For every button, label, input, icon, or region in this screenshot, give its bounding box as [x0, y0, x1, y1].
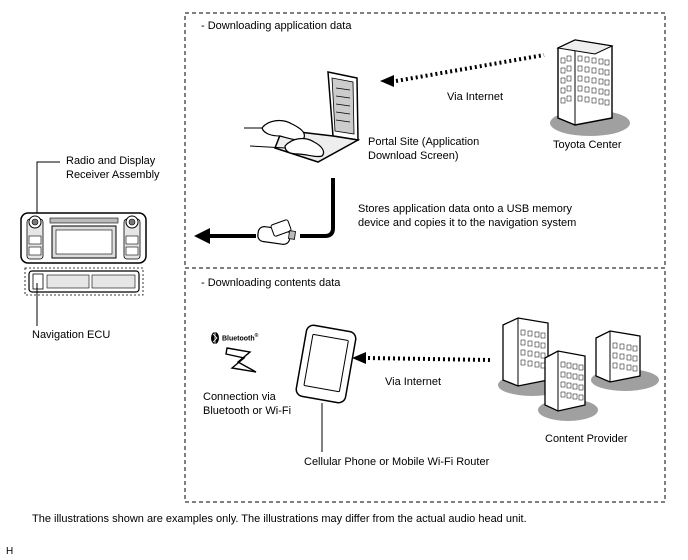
cellular-phone-label: Cellular Phone or Mobile Wi-Fi Router — [304, 456, 490, 468]
figure-code: H — [6, 546, 14, 557]
bluetooth-logo — [211, 332, 219, 344]
nav-ecu-label: Navigation ECU — [32, 329, 111, 341]
toyota-center-building — [550, 39, 630, 136]
internet-link-arrow-1 — [380, 53, 545, 87]
portal-site-label-line1: Portal Site (Application — [368, 136, 480, 148]
footer-note: The illustrations shown are examples onl… — [32, 513, 527, 525]
navigation-ecu — [24, 267, 144, 296]
via-internet-label-2: Via Internet — [385, 376, 442, 388]
bluetooth-word: Bluetooth — [222, 335, 255, 343]
bluetooth-reg-mark: ® — [254, 333, 259, 339]
connection-label-line1: Connection via — [203, 391, 276, 403]
cellular-phone — [295, 324, 357, 404]
contents-section-box — [184, 267, 666, 503]
internet-link-arrow-2 — [352, 352, 491, 364]
toyota-center-label: Toyota Center — [553, 139, 622, 151]
laptop-illustration — [244, 71, 361, 163]
portal-site-label-line2: Download Screen) — [368, 150, 459, 162]
contents-section-title: - Downloading contents data — [201, 277, 341, 289]
radio-label-line1: Radio and Display — [66, 155, 156, 167]
stores-data-label-line1: Stores application data onto a USB memor… — [358, 203, 573, 215]
connection-label-line2: Bluetooth or Wi-Fi — [203, 405, 292, 417]
stores-data-label-line2: device and copies it to the navigation s… — [358, 217, 577, 229]
wireless-signal-icon — [225, 347, 257, 373]
bluetooth-text: Bluetooth® — [222, 333, 258, 342]
radio-label-line2: Receiver Assembly — [66, 169, 160, 181]
radio-leader-line — [36, 161, 60, 213]
content-provider-label: Content Provider — [545, 433, 628, 445]
via-internet-label-1: Via Internet — [447, 91, 504, 103]
usb-memory-device — [257, 219, 296, 245]
content-provider-buildings — [498, 317, 659, 421]
usb-flow-arrow — [194, 178, 335, 244]
radio-display-unit — [20, 212, 147, 264]
app-section-title: - Downloading application data — [201, 20, 352, 32]
